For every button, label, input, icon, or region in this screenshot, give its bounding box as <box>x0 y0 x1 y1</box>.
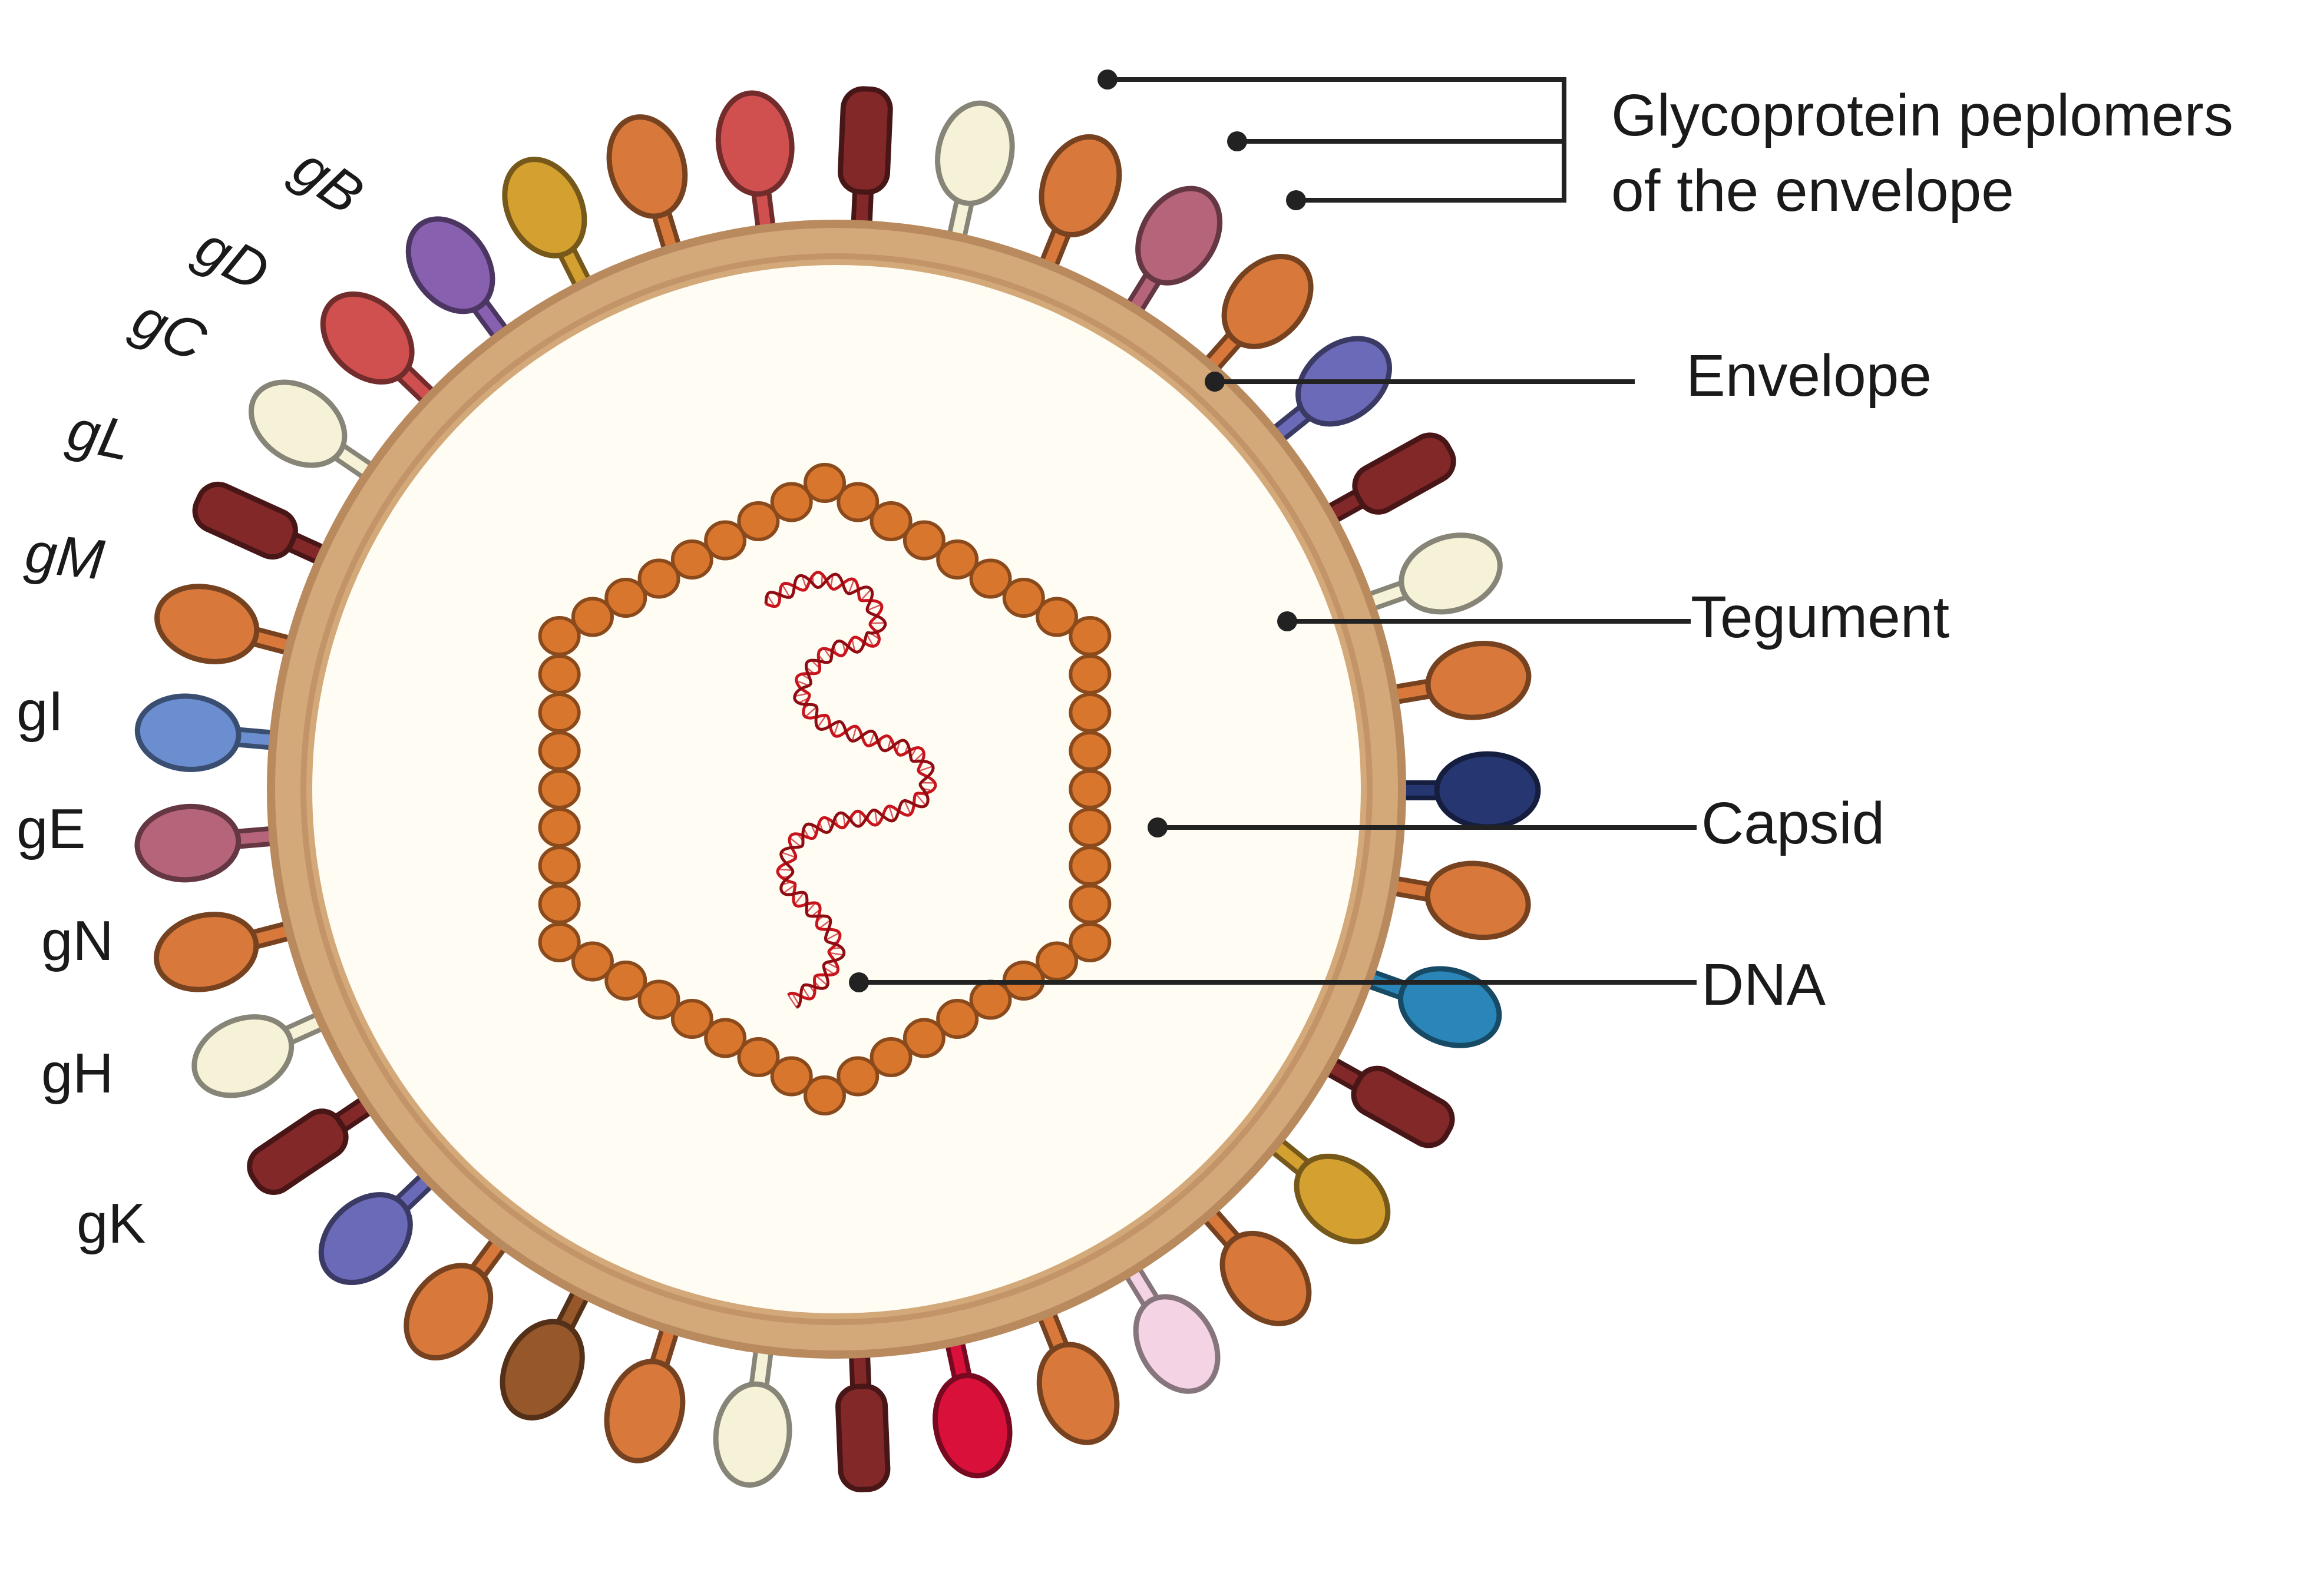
capsomer <box>540 924 579 961</box>
tegument-dot <box>1277 611 1297 631</box>
label-gH: gH <box>41 1042 114 1105</box>
capsomer <box>1070 886 1109 922</box>
label-peplomers-line2: of the envelope <box>1611 158 2014 224</box>
dna-dot <box>849 972 869 992</box>
capsomer <box>540 656 579 693</box>
label-gE: gE <box>16 797 85 860</box>
capsomer <box>1070 809 1109 846</box>
capsomer <box>1070 847 1109 884</box>
capsomer <box>772 484 811 521</box>
capsomer <box>1070 733 1109 769</box>
capsomer <box>540 694 579 731</box>
label-dna: DNA <box>1701 952 1826 1018</box>
label-gC: gC <box>123 286 215 373</box>
label-tegument: Tegument <box>1691 584 1949 650</box>
label-gK: gK <box>77 1192 146 1255</box>
label-peplomers-line1: Glycoprotein peplomers <box>1611 82 2233 148</box>
envelope-dot <box>1205 372 1225 392</box>
label-capsid: Capsid <box>1701 790 1885 856</box>
capsid-dot <box>1148 817 1168 837</box>
label-gB: gB <box>282 135 375 227</box>
label-gL: gL <box>62 398 137 473</box>
capsomer <box>1070 771 1109 807</box>
tegument <box>312 265 1361 1313</box>
capsomer <box>1070 656 1109 693</box>
label-gN: gN <box>41 909 114 972</box>
peplomer-dot-2 <box>1227 131 1247 151</box>
label-gM: gM <box>22 521 107 591</box>
peplomer-dot-1 <box>1097 69 1118 90</box>
capsomer <box>540 771 579 807</box>
label-gI: gI <box>16 680 64 743</box>
capsomer <box>540 847 579 884</box>
capsomer <box>540 733 579 769</box>
capsomer <box>540 886 579 922</box>
capsomer <box>540 809 579 846</box>
peplomer-dot-3 <box>1286 190 1306 210</box>
label-envelope: Envelope <box>1686 343 1932 409</box>
dna-base-pair <box>870 623 885 624</box>
capsomer <box>1070 618 1109 654</box>
capsomer <box>1070 694 1109 731</box>
label-gD: gD <box>186 214 279 304</box>
